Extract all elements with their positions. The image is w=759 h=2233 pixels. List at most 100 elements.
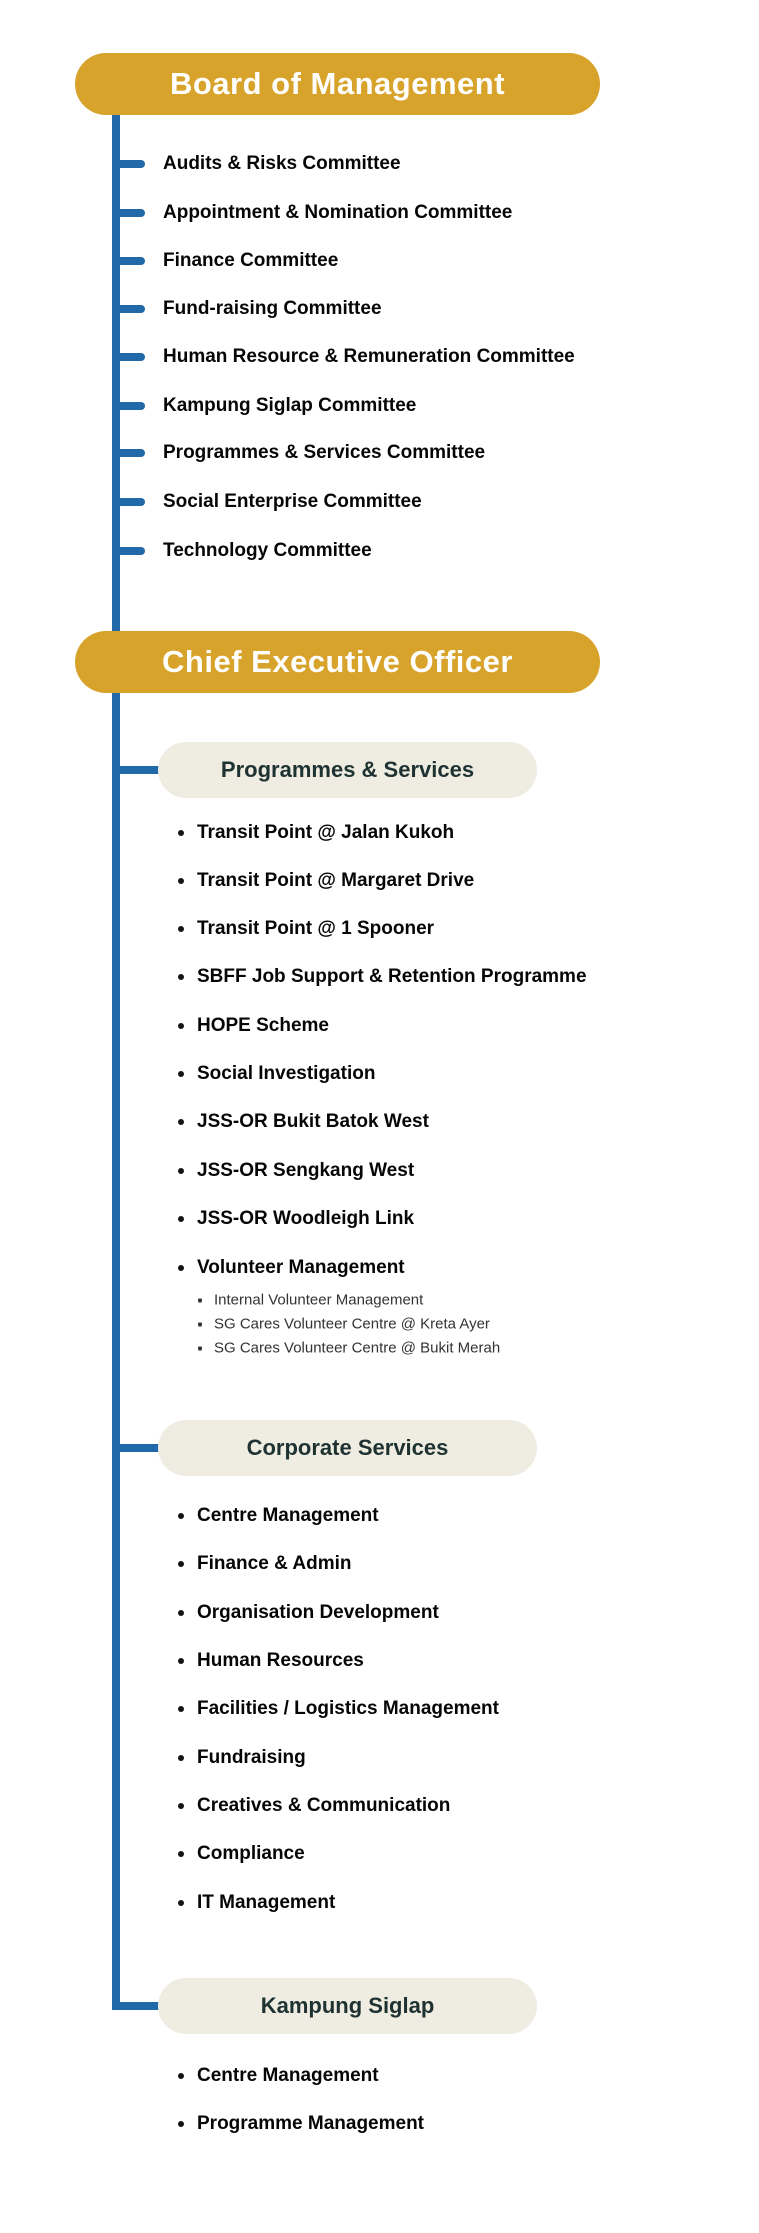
committee-label: Technology Committee — [163, 540, 372, 561]
sub-item-label: Internal Volunteer Management — [214, 1291, 424, 1309]
bullet-dot-icon — [178, 1071, 184, 1077]
programmes-services-pill: Programmes & Services — [158, 742, 537, 798]
item-label: Creatives & Communication — [197, 1795, 451, 1816]
list-item: Transit Point @ Jalan Kukoh — [178, 822, 454, 844]
sub-bullet-dot-icon — [198, 1346, 202, 1350]
item-label: Centre Management — [197, 1505, 379, 1526]
sub-bullet-dot-icon — [198, 1322, 202, 1326]
list-item: SBFF Job Support & Retention Programme — [178, 966, 587, 988]
bullet-dot-icon — [178, 2073, 184, 2079]
bullet-dot-icon — [178, 1610, 184, 1616]
committee-tick — [112, 449, 145, 457]
bullet-dot-icon — [178, 878, 184, 884]
list-item: Fundraising — [178, 1747, 306, 1769]
item-label: Centre Management — [197, 2065, 379, 2086]
committee-tick — [112, 498, 145, 506]
list-item: JSS-OR Bukit Batok West — [178, 1111, 429, 1133]
item-label: Transit Point @ Margaret Drive — [197, 870, 475, 891]
item-label: JSS-OR Bukit Batok West — [197, 1111, 429, 1132]
committee-tick — [112, 402, 145, 410]
item-label: HOPE Scheme — [197, 1015, 329, 1036]
committee-label: Finance Committee — [163, 250, 339, 271]
programmes-services-title: Programmes & Services — [220, 757, 475, 782]
dept-connector — [112, 2002, 160, 2010]
sub-list-item: SG Cares Volunteer Centre @ Bukit Merah — [198, 1340, 500, 1357]
bullet-dot-icon — [178, 1023, 184, 1029]
item-label: IT Management — [197, 1892, 336, 1913]
list-item: Social Investigation — [178, 1063, 375, 1085]
committee-label: Social Enterprise Committee — [163, 491, 422, 512]
item-label: Organisation Development — [197, 1602, 439, 1623]
list-item: Facilities / Logistics Management — [178, 1698, 499, 1720]
bullet-dot-icon — [178, 1900, 184, 1906]
dept-connector — [112, 1444, 160, 1452]
list-item: Programme Management — [178, 2113, 424, 2135]
kampung-siglap-pill: Kampung Siglap — [158, 1978, 537, 2034]
bullet-dot-icon — [178, 1265, 184, 1271]
item-label: Transit Point @ 1 Spooner — [197, 918, 435, 939]
list-item: IT Management — [178, 1892, 335, 1914]
connector-vertical-line — [112, 115, 120, 2010]
committee-label: Fund-raising Committee — [163, 298, 382, 319]
committee-label: Kampung Siglap Committee — [163, 395, 417, 416]
committee-tick — [112, 353, 145, 361]
bullet-dot-icon — [178, 1706, 184, 1712]
list-item: Compliance — [178, 1843, 305, 1865]
list-item: JSS-OR Woodleigh Link — [178, 1208, 414, 1230]
sub-list-item: Internal Volunteer Management — [198, 1292, 423, 1309]
item-label: SBFF Job Support & Retention Programme — [197, 966, 587, 987]
committee-label: Human Resource & Remuneration Committee — [163, 346, 575, 367]
bullet-dot-icon — [178, 1168, 184, 1174]
bullet-dot-icon — [178, 1513, 184, 1519]
list-item: Human Resources — [178, 1650, 364, 1672]
ceo-title: Chief Executive Officer — [162, 644, 513, 679]
item-label: Human Resources — [197, 1650, 364, 1671]
kampung-siglap-title: Kampung Siglap — [260, 1993, 435, 2018]
sub-item-label: SG Cares Volunteer Centre @ Kreta Ayer — [214, 1315, 490, 1333]
committee-tick — [112, 160, 145, 168]
item-label: Social Investigation — [197, 1063, 376, 1084]
sub-item-label: SG Cares Volunteer Centre @ Bukit Merah — [214, 1339, 501, 1357]
bullet-dot-icon — [178, 1851, 184, 1857]
committee-tick — [112, 209, 145, 217]
bullet-dot-icon — [178, 2121, 184, 2127]
bullet-dot-icon — [178, 1658, 184, 1664]
list-item: Transit Point @ Margaret Drive — [178, 870, 474, 892]
board-of-management-pill: Board of Management — [75, 53, 600, 115]
bullet-dot-icon — [178, 926, 184, 932]
corporate-services-title: Corporate Services — [246, 1435, 449, 1460]
bullet-dot-icon — [178, 830, 184, 836]
committee-tick — [112, 257, 145, 265]
list-item: Transit Point @ 1 Spooner — [178, 918, 434, 940]
list-item: JSS-OR Sengkang West — [178, 1160, 414, 1182]
committee-label: Appointment & Nomination Committee — [163, 202, 513, 223]
committee-label: Programmes & Services Committee — [163, 442, 486, 463]
corporate-services-pill: Corporate Services — [158, 1420, 537, 1476]
item-label: Compliance — [197, 1843, 305, 1864]
bullet-dot-icon — [178, 1561, 184, 1567]
committee-tick — [112, 547, 145, 555]
ceo-pill: Chief Executive Officer — [75, 631, 600, 693]
list-item: Finance & Admin — [178, 1553, 351, 1575]
board-of-management-title: Board of Management — [169, 66, 506, 101]
bullet-dot-icon — [178, 974, 184, 980]
bullet-dot-icon — [178, 1803, 184, 1809]
item-label: Fundraising — [197, 1747, 306, 1768]
item-label: Volunteer Management — [197, 1257, 405, 1278]
list-item: Volunteer Management — [178, 1257, 405, 1279]
list-item: Creatives & Communication — [178, 1795, 450, 1817]
list-item: HOPE Scheme — [178, 1015, 329, 1037]
list-item: Organisation Development — [178, 1602, 439, 1624]
bullet-dot-icon — [178, 1216, 184, 1222]
list-item: Centre Management — [178, 2065, 379, 2087]
item-label: Transit Point @ Jalan Kukoh — [197, 822, 455, 843]
bullet-dot-icon — [178, 1119, 184, 1125]
committee-tick — [112, 305, 145, 313]
sub-bullet-dot-icon — [198, 1298, 202, 1302]
item-label: JSS-OR Woodleigh Link — [197, 1208, 415, 1229]
sub-list-item: SG Cares Volunteer Centre @ Kreta Ayer — [198, 1316, 490, 1333]
bullet-dot-icon — [178, 1755, 184, 1761]
item-label: Finance & Admin — [197, 1553, 352, 1574]
dept-connector — [112, 766, 160, 774]
